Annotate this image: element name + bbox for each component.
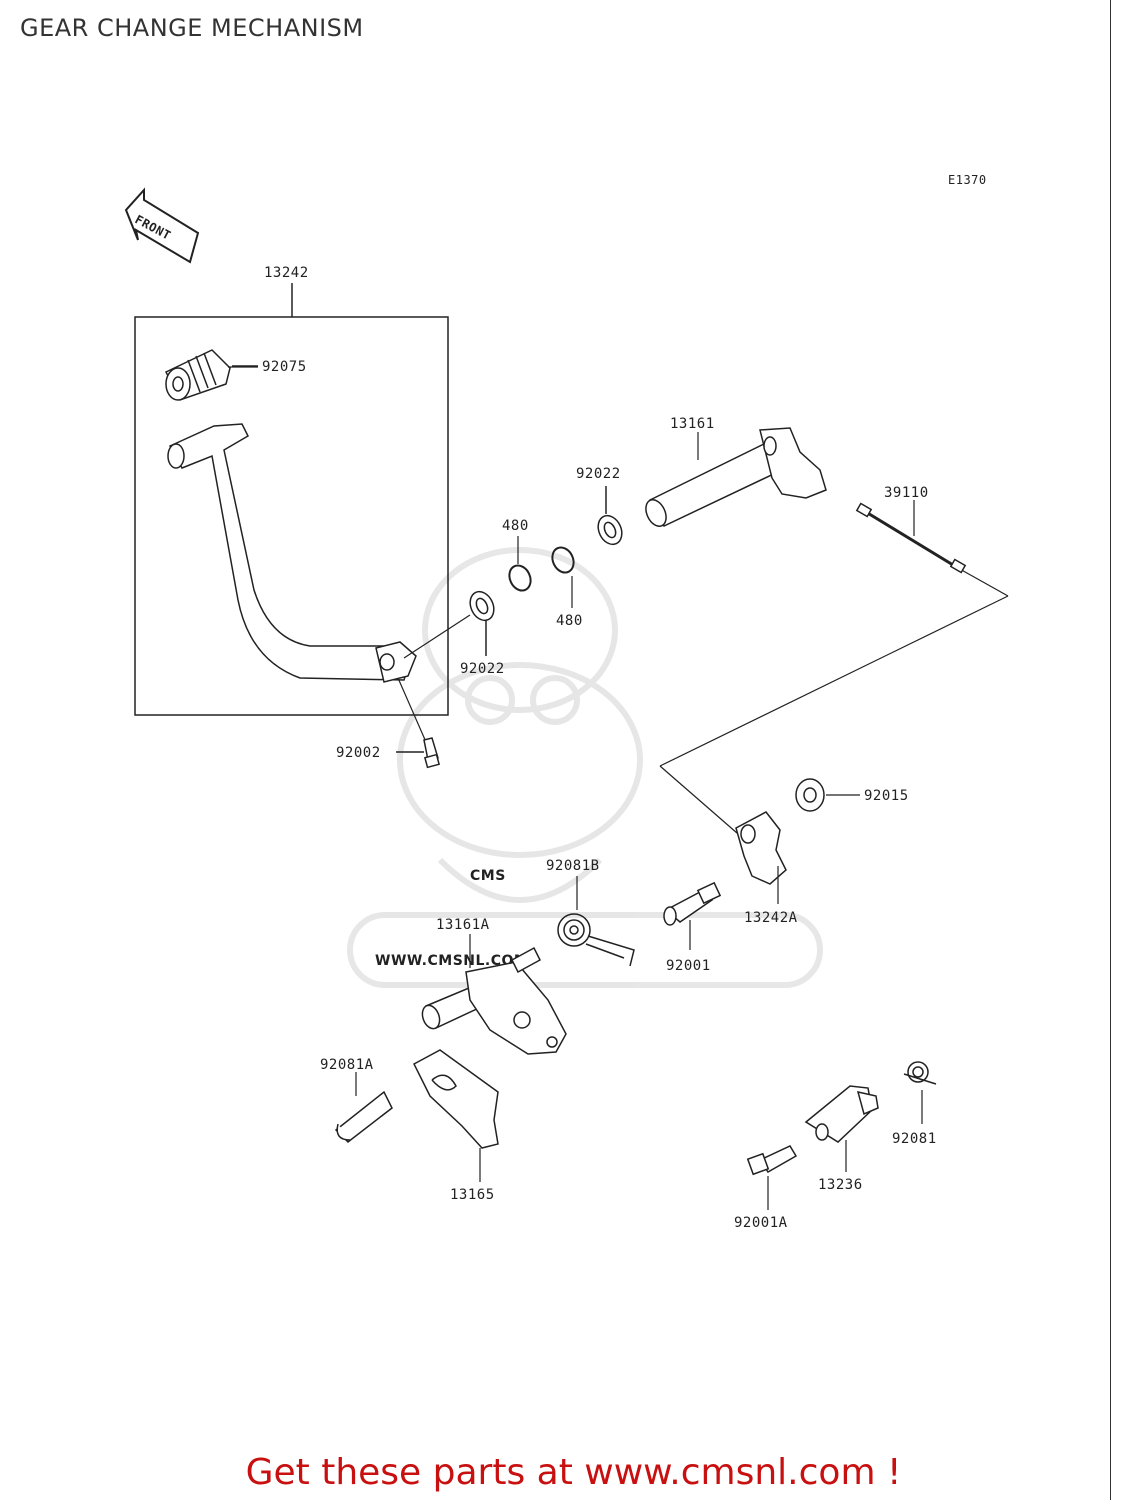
cta-prefix: Get these parts at	[245, 1452, 585, 1493]
part-label: 13242A	[744, 910, 798, 926]
washer-parts	[469, 486, 623, 656]
nut-part	[795, 778, 860, 812]
pedal-bolt-part	[396, 737, 441, 769]
tie-rod-part	[855, 500, 967, 574]
part-label: 92002	[336, 745, 381, 761]
cta-link[interactable]: www.cmsnl.com	[584, 1452, 876, 1493]
part-label: 92081B	[546, 858, 600, 874]
shift-pedal-part	[167, 423, 417, 683]
front-arrow-icon: FRONT	[124, 187, 200, 264]
part-label: 92001A	[734, 1215, 788, 1231]
assembly-lines	[228, 366, 1009, 841]
part-labels: 13242 92075 13161 92022 39110 480 480 92…	[262, 265, 937, 1231]
watermark-url-text: WWW.CMSNL.COM	[375, 953, 528, 969]
part-label: 39110	[884, 485, 929, 501]
cms-watermark	[347, 547, 823, 988]
part-label: 13161A	[436, 917, 490, 933]
cta-suffix: !	[875, 1452, 902, 1493]
shift-mechanism-shaft-part	[421, 934, 567, 1055]
circlip-parts	[508, 536, 575, 608]
shift-arm-part	[735, 811, 787, 904]
clip-part	[334, 1072, 393, 1143]
page-title: GEAR CHANGE MECHANISM	[20, 14, 364, 42]
part-label: 92081A	[320, 1057, 374, 1073]
part-label: 92075	[262, 359, 307, 375]
part-label: 13165	[450, 1187, 495, 1203]
lever-bolt-part	[746, 1145, 798, 1210]
spring-part	[557, 876, 635, 967]
parts-diagram: CMS WWW.CMSNL.COM E1370 FRONT	[124, 173, 1009, 1231]
part-label: 480	[556, 613, 583, 629]
return-spring-part	[903, 1061, 937, 1124]
lever-part	[804, 1085, 879, 1172]
shift-pedal-assembly-box	[134, 283, 449, 716]
shaft-bolt-part	[663, 881, 722, 950]
watermark-logo-text: CMS	[470, 868, 506, 884]
pedal-rubber-part	[164, 349, 258, 401]
part-label: 92001	[666, 958, 711, 974]
part-label: 92022	[460, 661, 505, 677]
part-label: 480	[502, 518, 529, 534]
guide-plate-part	[413, 1049, 499, 1182]
cta-banner: Get these parts at www.cmsnl.com !	[0, 1452, 1147, 1493]
part-label: 92022	[576, 466, 621, 482]
part-label: 92015	[864, 788, 909, 804]
part-label: 92081	[892, 1131, 937, 1147]
part-label: 13161	[670, 416, 715, 432]
part-label: 13236	[818, 1177, 863, 1193]
page-divider	[1110, 0, 1111, 1500]
part-label: 13242	[264, 265, 309, 281]
diagram-code: E1370	[948, 173, 987, 187]
shift-shaft-part	[645, 427, 827, 527]
